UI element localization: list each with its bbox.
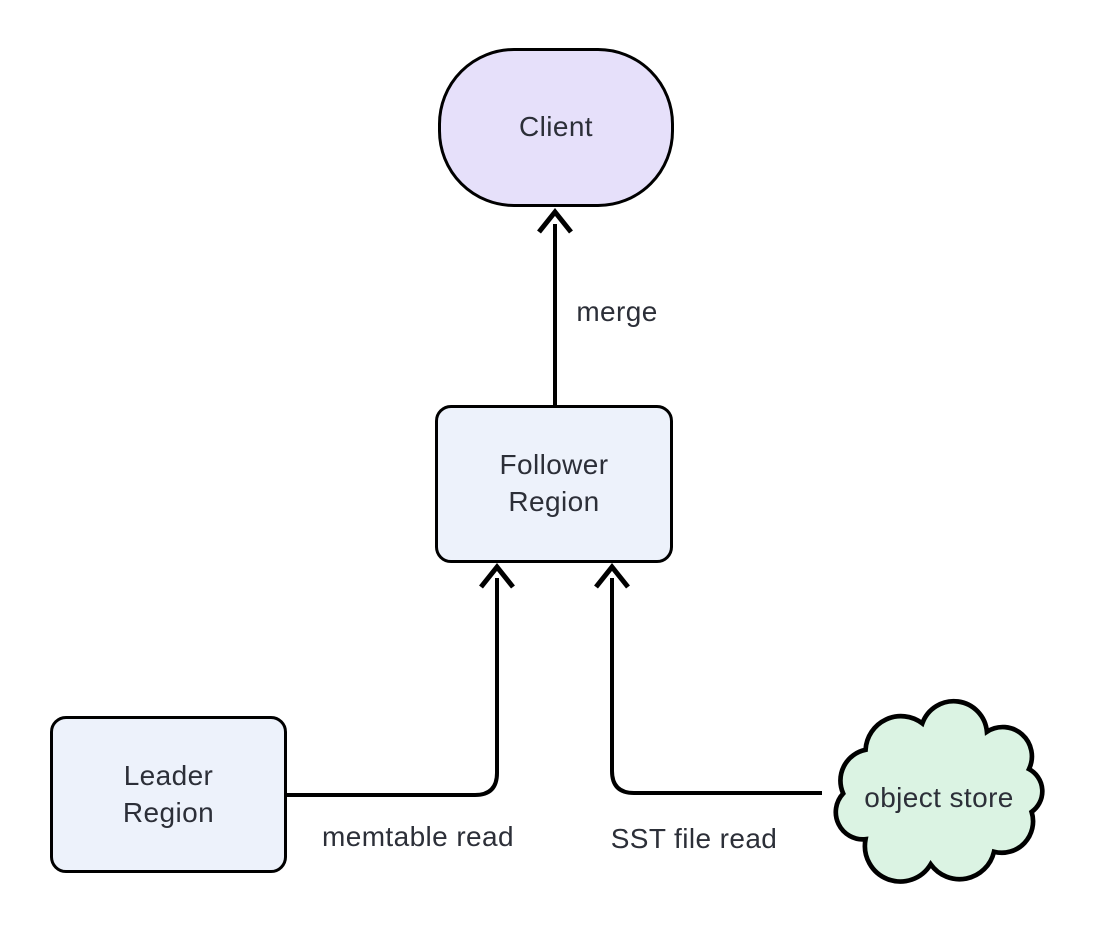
node-object-store-label: object store xyxy=(864,781,1014,813)
node-client: Client xyxy=(438,48,674,207)
edge-sst-file-read xyxy=(594,562,822,795)
edge-label-memtable-read: memtable read xyxy=(322,821,514,852)
edge-sst-line xyxy=(610,578,822,795)
edge-memtable-read xyxy=(285,562,515,797)
edge-memtable-line xyxy=(285,578,499,797)
node-object-store: object store xyxy=(814,692,1064,896)
node-follower-region: Follower Region xyxy=(435,405,673,563)
edge-merge xyxy=(537,207,573,405)
arrowhead-up-icon xyxy=(537,207,573,234)
edge-label-sst-file-read: SST file read xyxy=(610,823,778,854)
edge-label-merge: merge xyxy=(576,296,658,327)
arrowhead-up-icon xyxy=(479,562,515,589)
arrowhead-up-icon xyxy=(594,562,630,589)
cloud-icon xyxy=(833,698,1045,884)
cloud-shape xyxy=(833,698,1045,884)
node-leader-region: Leader Region xyxy=(50,716,287,873)
